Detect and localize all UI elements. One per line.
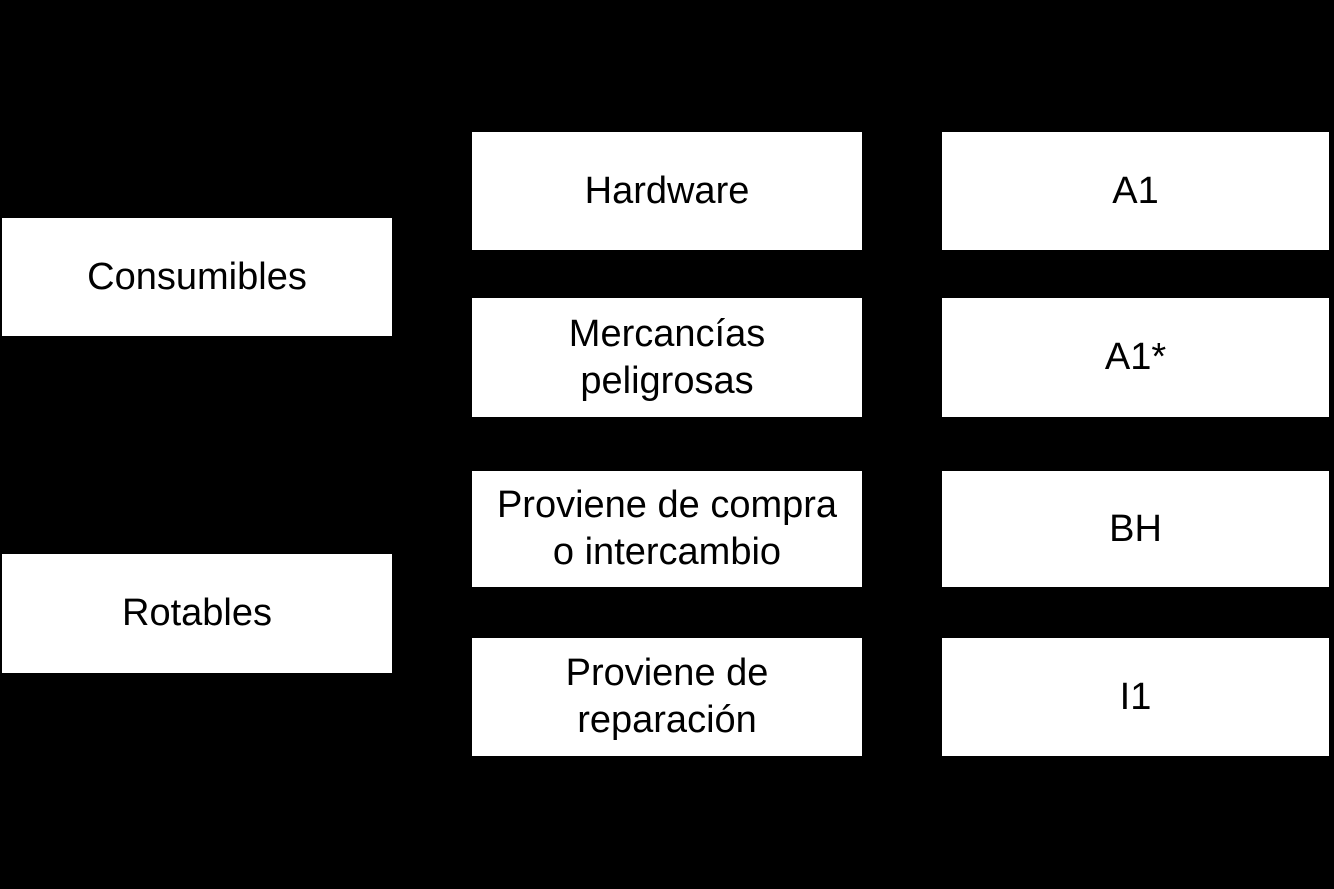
code-i1-box: I1 [942,638,1329,756]
proviene-compra-intercambio-box: Proviene de compra o intercambio [472,471,862,587]
proviene-reparacion-label: Proviene de reparación [565,652,769,741]
consumibles-label: Consumibles [87,255,307,298]
mercancias-peligrosas-box: Mercancías peligrosas [472,298,862,417]
code-a1-box: A1 [942,132,1329,250]
mercancias-peligrosas-label: Mercancías peligrosas [568,312,766,402]
code-i1-label: I1 [1119,675,1152,718]
hardware-label: Hardware [584,169,750,212]
code-bh-box: BH [942,471,1329,587]
code-a1-star-box: A1* [942,298,1329,417]
code-a1-star-label: A1* [1104,336,1167,378]
proviene-reparacion-box: Proviene de reparación [472,638,862,756]
rotables-box: Rotables [2,554,392,673]
rotables-label: Rotables [122,592,272,634]
hardware-box: Hardware [472,132,862,250]
code-a1-label: A1 [1112,169,1159,212]
consumibles-box: Consumibles [2,218,392,336]
code-bh-label: BH [1109,507,1162,550]
proviene-compra-intercambio-label: Proviene de compra o intercambio [496,484,838,573]
